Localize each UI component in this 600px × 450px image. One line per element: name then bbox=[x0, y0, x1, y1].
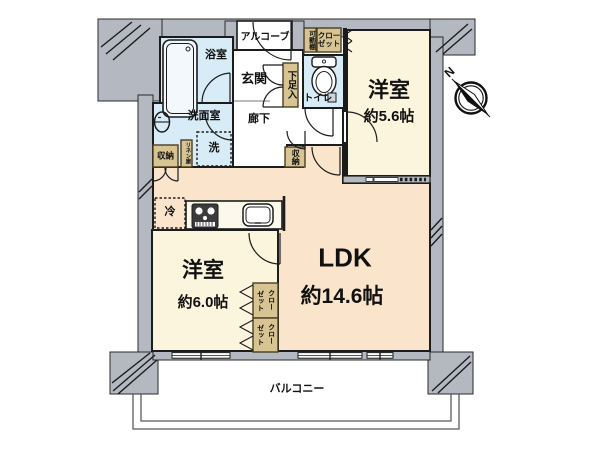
south-windows bbox=[171, 351, 394, 360]
label-balcony: バルコニー bbox=[269, 383, 325, 396]
label-upper-closet: クロー ゼット bbox=[318, 32, 341, 48]
linen-cabinet-box bbox=[180, 139, 193, 168]
label-movable-shelf: 可動棚 bbox=[307, 30, 315, 50]
shoe-cabinet-door-upper bbox=[262, 64, 284, 86]
label-entrance: 玄関 bbox=[240, 71, 268, 87]
right-wall bbox=[429, 36, 444, 356]
closet-2-box bbox=[252, 317, 279, 353]
compass-north-label: N bbox=[442, 64, 458, 80]
room-western-1 bbox=[346, 29, 431, 177]
label-shoe-cabinet: 下足入 bbox=[285, 70, 297, 100]
label-upper-closet-line2: ゼット bbox=[317, 39, 341, 48]
ldk-door bbox=[311, 146, 341, 176]
wall-hatching bbox=[100, 21, 473, 395]
label-western-2: 洋室 bbox=[182, 258, 224, 282]
label-linen-cabinet: リネン庫 bbox=[184, 142, 191, 164]
label-upper-closet-line1: クロー bbox=[317, 31, 341, 41]
toilet-door bbox=[304, 107, 334, 137]
movable-shelf-box bbox=[303, 27, 317, 53]
upper-closet-box bbox=[316, 27, 342, 53]
label-refrigerator: 冷 bbox=[164, 206, 176, 219]
wall-room1-left-upper bbox=[343, 28, 347, 112]
toilet-counter bbox=[327, 92, 337, 103]
label-laundry-space: 洗 bbox=[208, 142, 220, 155]
folding-door-marks bbox=[238, 29, 353, 351]
bathroom-door bbox=[201, 72, 231, 104]
washing-machine-icon bbox=[153, 111, 171, 133]
storage-left-door-r bbox=[164, 167, 179, 182]
label-corridor: 廊下 bbox=[248, 113, 270, 126]
compass-icon: N bbox=[442, 64, 491, 118]
label-closet-2-right: クロー bbox=[267, 323, 275, 345]
laundry-space-box bbox=[196, 131, 232, 167]
room-alcove bbox=[236, 20, 293, 51]
shoe-cabinet-door-lower bbox=[262, 86, 284, 108]
storage-left-door-l bbox=[152, 167, 167, 182]
label-storage-left: 収納 bbox=[156, 150, 175, 161]
front-door bbox=[252, 21, 292, 61]
balcony-rail bbox=[132, 394, 460, 430]
label-closet-1-left: ゼット bbox=[256, 290, 264, 312]
stove-icon bbox=[191, 203, 219, 229]
washroom-door bbox=[204, 111, 234, 141]
label-closet-1-right: クロー bbox=[267, 289, 275, 311]
left-wall bbox=[137, 94, 154, 356]
label-bathroom: 浴室 bbox=[205, 49, 227, 62]
toilet-icon bbox=[311, 56, 337, 103]
storage-left-box bbox=[152, 144, 179, 168]
bathtub-icon bbox=[162, 39, 198, 118]
label-western-1: 洋室 bbox=[368, 78, 410, 102]
wall-room1-left-lower bbox=[343, 142, 347, 176]
label-storage-right: 収納 bbox=[291, 149, 301, 165]
label-western-2-size: 約6.0帖 bbox=[177, 294, 229, 312]
label-washroom: 洗面室 bbox=[187, 110, 221, 123]
label-ldk: LDK bbox=[318, 242, 372, 273]
storage-right-door bbox=[286, 130, 306, 150]
top-left-block bbox=[97, 18, 163, 102]
sink-icon bbox=[242, 203, 274, 227]
label-western-1-size: 約5.6帖 bbox=[363, 108, 415, 126]
label-alcove: アルコーブ bbox=[240, 31, 290, 43]
label-closet-2-left: ゼット bbox=[256, 324, 264, 346]
western-2-door bbox=[248, 232, 281, 265]
doors bbox=[152, 21, 378, 265]
closet-1-box bbox=[252, 282, 279, 319]
label-toilet: トイレ bbox=[303, 93, 333, 105]
label-ldk-size: 約14.6帖 bbox=[300, 284, 384, 308]
western-1-door bbox=[346, 111, 378, 143]
cabinets bbox=[152, 27, 342, 353]
kitchen bbox=[154, 196, 286, 231]
room1-bottom-wall bbox=[342, 175, 431, 184]
storage-right-box bbox=[284, 146, 306, 168]
refrigerator-space bbox=[154, 197, 186, 229]
